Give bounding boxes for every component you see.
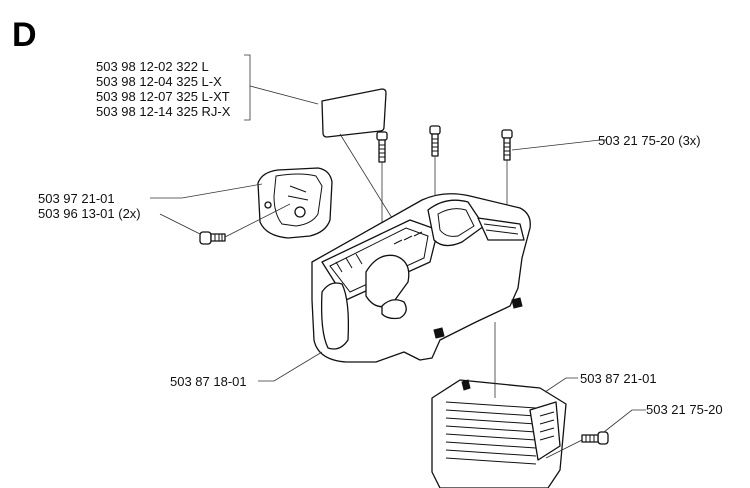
variant-bracket [244,54,251,121]
section-letter: D [12,16,37,54]
leader-line [258,351,323,382]
variant-label: 503 98 12-07 325 L-XT [96,89,230,104]
screw-icon [581,431,609,445]
leader-line [150,183,263,199]
leader-line [224,203,291,238]
leader-line [545,439,583,459]
variant-label: 503 98 12-02 322 L [96,59,209,74]
decal-plate [321,88,387,138]
leader-line [159,213,201,235]
variant-label: 503 98 12-14 325 RJ-X [96,104,231,119]
screw-icon [376,131,388,163]
leader-line [603,409,646,433]
part-label-screw-single: 503 21 75-20 [646,402,723,417]
leader-line [544,377,578,393]
part-label-screws-top: 503 21 75-20 (3x) [598,133,701,148]
variant-label: 503 98 12-04 325 L-X [96,74,222,89]
small-cover-part [257,167,333,239]
part-label-cover-part: 503 97 21-01 [38,191,115,206]
part-label-cylinder-cover: 503 87 18-01 [170,374,247,389]
screw-icon [199,231,226,245]
screw-icon [501,129,513,161]
leader-line [511,139,607,151]
cylinder-cover-part [311,193,531,363]
lower-cover-part [431,379,567,488]
part-label-lower-cover: 503 87 21-01 [580,371,657,386]
screw-icon [429,125,441,157]
leader-line [249,85,319,105]
part-label-small-screw: 503 96 13-01 (2x) [38,206,141,221]
leader-line [339,133,393,219]
variant-label-group: 503 98 12-02 322 L 503 98 12-04 325 L-X … [96,54,319,121]
